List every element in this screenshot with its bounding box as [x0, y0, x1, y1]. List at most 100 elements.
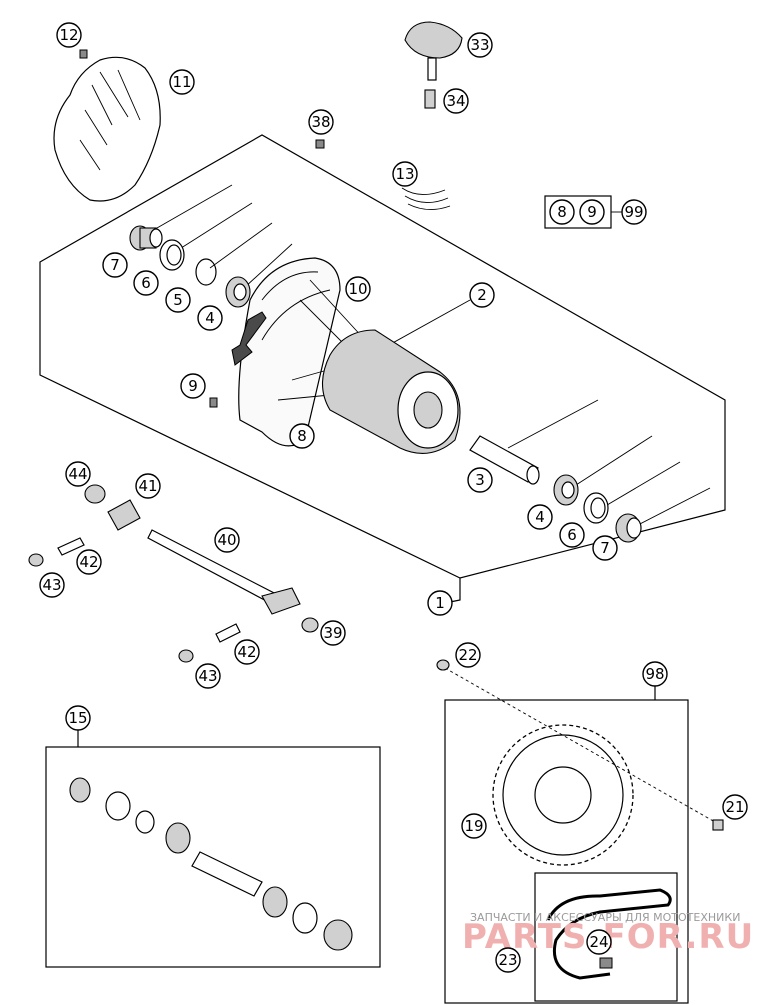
callout-44: 44 — [65, 461, 91, 487]
callout-8: 8 — [289, 423, 315, 449]
svg-text:23: 23 — [498, 951, 517, 969]
adjuster-bolt-42a — [57, 537, 85, 556]
svg-text:6: 6 — [567, 526, 577, 544]
svg-text:11: 11 — [172, 73, 191, 91]
svg-text:1: 1 — [435, 594, 445, 612]
drive-chain — [546, 888, 672, 980]
watermark-caption: ЗАПЧАСТИ И АКСЕССУАРЫ ДЛЯ МОТОТЕХНИКИ — [470, 911, 740, 924]
callout-6-right: 6 — [559, 522, 585, 548]
callout-22: 22 — [455, 642, 481, 668]
callout-9: 9 — [180, 373, 206, 399]
svg-text:4: 4 — [535, 508, 545, 526]
svg-text:33: 33 — [470, 36, 489, 54]
right-bearing-4 — [553, 474, 579, 506]
svg-text:6: 6 — [141, 274, 151, 292]
svg-text:38: 38 — [311, 113, 330, 131]
svg-text:15: 15 — [68, 709, 87, 727]
svg-text:40: 40 — [217, 531, 236, 549]
svg-text:5: 5 — [173, 291, 183, 309]
svg-text:21: 21 — [725, 798, 744, 816]
svg-text:39: 39 — [323, 624, 342, 642]
svg-text:8: 8 — [557, 203, 567, 221]
circlip-5 — [195, 258, 217, 286]
callout-38: 38 — [308, 109, 334, 135]
callout-1: 1 — [427, 590, 453, 616]
rim — [238, 257, 341, 447]
callout-40: 40 — [214, 527, 240, 553]
svg-text:9: 9 — [587, 203, 597, 221]
svg-text:42: 42 — [79, 553, 98, 571]
callout-9-box: 9 — [579, 199, 605, 225]
callout-21: 21 — [722, 794, 748, 820]
svg-text:13: 13 — [395, 165, 414, 183]
nut-43a — [28, 553, 44, 567]
nut-43b — [178, 649, 194, 663]
callout-13: 13 — [392, 161, 418, 187]
left-bearing-4 — [225, 276, 251, 308]
svg-text:43: 43 — [198, 667, 217, 685]
callout-3: 3 — [467, 467, 493, 493]
valve-cap — [315, 139, 325, 149]
adjuster-39 — [301, 617, 319, 633]
svg-text:41: 41 — [138, 477, 157, 495]
callout-15: 15 — [65, 705, 91, 731]
left-spacer-7 — [129, 225, 163, 251]
svg-text:99: 99 — [624, 203, 643, 221]
direction-arrow — [231, 311, 267, 366]
callout-10: 10 — [345, 276, 371, 302]
callout-7-right: 7 — [592, 535, 618, 561]
svg-text:3: 3 — [475, 471, 485, 489]
hub — [321, 329, 461, 454]
callout-43-left: 43 — [39, 572, 65, 598]
callout-33: 33 — [467, 32, 493, 58]
adjuster-bolt-42b — [215, 623, 241, 643]
svg-text:98: 98 — [645, 665, 664, 683]
chain-subframe — [534, 872, 678, 1002]
callout-2: 2 — [469, 282, 495, 308]
callout-19: 19 — [461, 813, 487, 839]
callout-34: 34 — [443, 88, 469, 114]
callout-7-left: 7 — [102, 252, 128, 278]
svg-text:12: 12 — [59, 26, 78, 44]
disc-bolt — [79, 49, 88, 59]
svg-text:43: 43 — [42, 576, 61, 594]
svg-text:8: 8 — [297, 427, 307, 445]
explode-lines-right — [507, 399, 711, 529]
callout-4-right: 4 — [527, 504, 553, 530]
callout-98: 98 — [642, 661, 668, 687]
svg-text:2: 2 — [477, 286, 487, 304]
chain-adjuster-41 — [107, 499, 141, 531]
svg-text:34: 34 — [446, 92, 465, 110]
kit-parts — [69, 777, 353, 951]
callout-42-bottom: 42 — [234, 639, 260, 665]
svg-text:7: 7 — [600, 539, 610, 557]
axle-nut-44 — [84, 484, 106, 504]
callout-42-left: 42 — [76, 549, 102, 575]
callout-4-left: 4 — [197, 305, 223, 331]
svg-text:42: 42 — [237, 643, 256, 661]
svg-text:24: 24 — [589, 933, 608, 951]
callout-12: 12 — [56, 22, 82, 48]
callout-11: 11 — [169, 69, 195, 95]
rear-sprocket — [492, 724, 634, 866]
right-seal-6 — [583, 492, 609, 524]
callout-5: 5 — [165, 287, 191, 313]
spoke-set — [401, 187, 451, 210]
callout-8-box: 8 — [549, 199, 575, 225]
callout-24: 24 — [586, 929, 612, 955]
svg-text:10: 10 — [348, 280, 367, 298]
sprocket-bolt-21 — [712, 819, 724, 831]
svg-text:4: 4 — [205, 309, 215, 327]
axle-40 — [147, 529, 301, 615]
frame-1-lead — [449, 578, 461, 603]
spoke-nipple — [209, 397, 218, 408]
callout-6-left: 6 — [133, 270, 159, 296]
sprocket-nut-22 — [436, 659, 450, 671]
callout-39: 39 — [320, 620, 346, 646]
svg-text:22: 22 — [458, 646, 477, 664]
callout-41: 41 — [135, 473, 161, 499]
svg-text:19: 19 — [464, 817, 483, 835]
main-wheel-assembly-frame — [39, 134, 726, 579]
wheel-bearing-tool — [404, 21, 463, 81]
